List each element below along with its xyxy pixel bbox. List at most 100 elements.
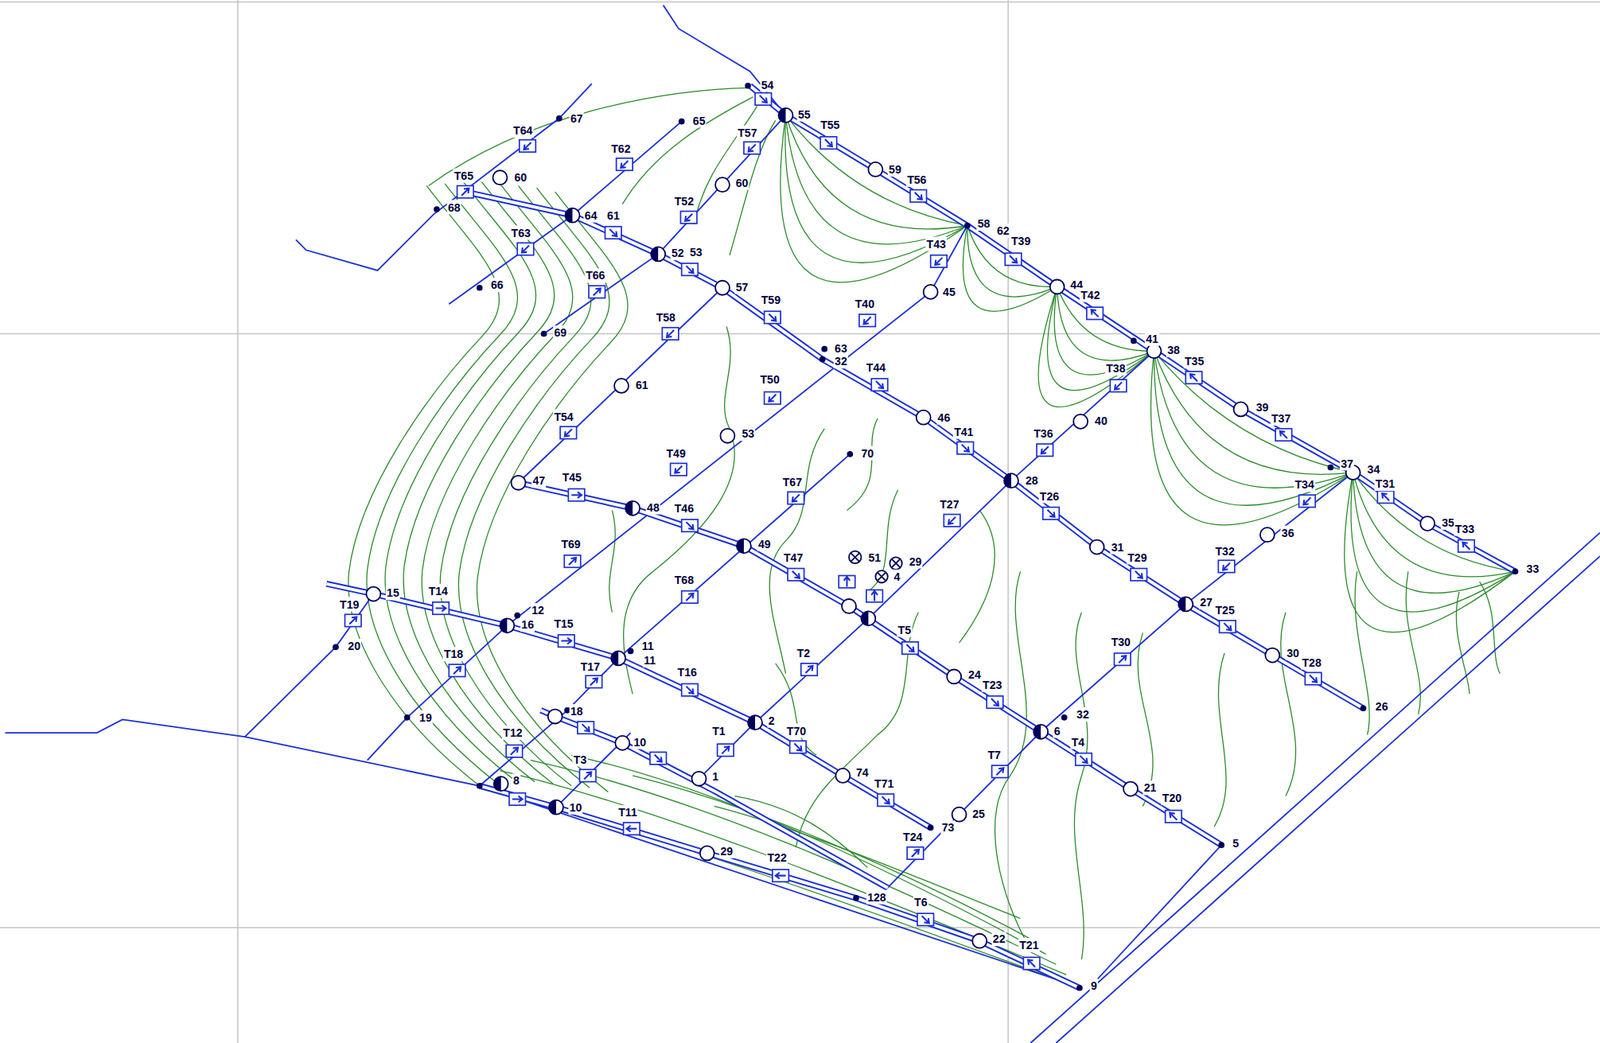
valve-box bbox=[1086, 307, 1104, 320]
callout-number: T28 bbox=[1300, 655, 1323, 670]
callout-number: 69 bbox=[552, 325, 568, 340]
junction-circle bbox=[511, 475, 526, 491]
valve-box bbox=[764, 311, 782, 324]
valve-box bbox=[877, 794, 895, 806]
junction-circle bbox=[868, 162, 883, 177]
callout-number: 58 bbox=[976, 216, 991, 231]
valve-box bbox=[790, 740, 807, 753]
pipe-line bbox=[518, 288, 724, 483]
valve-box bbox=[910, 190, 927, 203]
contour-line bbox=[1151, 350, 1354, 526]
contour-line bbox=[530, 760, 1056, 966]
callout-number: T62 bbox=[610, 141, 632, 156]
callout-number: 37 bbox=[1339, 455, 1355, 471]
callout-number: T33 bbox=[1454, 521, 1476, 537]
callout-number: 31 bbox=[1109, 540, 1125, 555]
junction-circle bbox=[492, 170, 507, 185]
valve-box bbox=[859, 314, 876, 327]
callout-number: T56 bbox=[906, 172, 928, 187]
contour-line bbox=[959, 509, 996, 643]
valve-box bbox=[957, 441, 974, 454]
callout-number: 61 bbox=[606, 208, 621, 223]
callout-number: 40 bbox=[1093, 413, 1109, 429]
valve-box bbox=[616, 158, 634, 171]
valve-box bbox=[519, 140, 537, 152]
valve-box bbox=[681, 591, 699, 604]
callout-number: 57 bbox=[734, 279, 749, 294]
junction-dot bbox=[964, 222, 971, 230]
callout-number: T24 bbox=[902, 829, 924, 845]
callout-number: T44 bbox=[865, 360, 888, 375]
callout-number: T30 bbox=[1109, 634, 1132, 650]
valve-box bbox=[717, 743, 735, 756]
callout-number: 35 bbox=[1440, 515, 1456, 530]
valve-box bbox=[866, 589, 884, 602]
callout-number: T5 bbox=[896, 622, 912, 638]
contour-line bbox=[1350, 472, 1515, 612]
valve-box bbox=[432, 602, 450, 615]
valve-box bbox=[568, 488, 585, 501]
callout-number: 1 bbox=[711, 769, 720, 784]
callout-number: 12 bbox=[530, 603, 546, 618]
callout-number: T54 bbox=[552, 408, 575, 424]
junction-dot bbox=[846, 451, 853, 458]
callout-number: 28 bbox=[1024, 473, 1040, 488]
valve-box bbox=[943, 514, 961, 527]
callout-number: T14 bbox=[427, 583, 449, 599]
valve-box bbox=[1377, 490, 1394, 503]
junction-circle bbox=[972, 934, 987, 949]
callout-number: 18 bbox=[569, 704, 584, 719]
junction-circle bbox=[1033, 724, 1048, 740]
junction-circle bbox=[841, 599, 857, 614]
callout-number: T66 bbox=[584, 268, 607, 283]
valve-box bbox=[577, 721, 595, 734]
callout-number: 2 bbox=[766, 713, 775, 728]
callout-number: 63 bbox=[833, 340, 849, 355]
junction-circle bbox=[778, 108, 794, 123]
junction-circle bbox=[715, 280, 730, 296]
callout-number: 27 bbox=[1199, 595, 1214, 610]
callout-number: T23 bbox=[981, 677, 1004, 693]
contour-line bbox=[622, 97, 753, 205]
valve-box bbox=[344, 614, 362, 627]
callout-number: T36 bbox=[1032, 426, 1055, 441]
junction-dot bbox=[476, 782, 483, 790]
valve-box bbox=[1304, 672, 1322, 685]
callout-number: 62 bbox=[996, 223, 1011, 238]
junction-circle bbox=[1050, 279, 1065, 294]
callout-number: 74 bbox=[855, 765, 870, 780]
contour-line bbox=[479, 787, 1080, 988]
callout-number: 10 bbox=[568, 800, 583, 815]
callout-number: T29 bbox=[1126, 549, 1149, 565]
callout-number: 30 bbox=[1285, 646, 1301, 661]
valve-box bbox=[1043, 507, 1060, 520]
callout-number: 53 bbox=[689, 245, 704, 260]
valve-box bbox=[579, 769, 596, 782]
callout-number: T41 bbox=[953, 424, 975, 440]
junction-dot bbox=[1061, 714, 1068, 721]
junction-circle bbox=[736, 538, 752, 553]
pipe-line bbox=[448, 121, 682, 305]
valve-box bbox=[902, 642, 919, 655]
contour-line bbox=[1405, 571, 1421, 715]
contour-line bbox=[769, 428, 825, 674]
grid-line bbox=[0, 333, 1600, 335]
junction-circle bbox=[715, 177, 730, 192]
callout-number: 52 bbox=[670, 245, 686, 261]
callout-number: 11 bbox=[640, 638, 655, 654]
junction-circle bbox=[548, 709, 563, 725]
junction-circle bbox=[614, 378, 629, 394]
junction-dot bbox=[678, 118, 686, 125]
callout-number: 45 bbox=[942, 284, 957, 300]
junction-dot bbox=[556, 115, 563, 122]
junction-circle bbox=[692, 771, 707, 787]
callout-number: 65 bbox=[692, 112, 707, 128]
junction-circle bbox=[625, 501, 640, 516]
contour-line bbox=[458, 187, 609, 788]
contour-line bbox=[1038, 286, 1154, 407]
valve-box bbox=[801, 663, 818, 676]
crossed-marker bbox=[848, 551, 861, 564]
pipe-line bbox=[556, 732, 631, 808]
grid-line bbox=[1007, 0, 1009, 1043]
valve-box bbox=[992, 765, 1009, 778]
